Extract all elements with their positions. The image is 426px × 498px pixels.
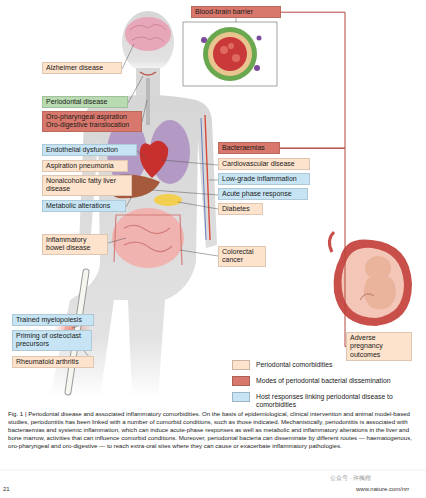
page-label: 21 [3,486,10,493]
pregnancy-illustration [329,232,412,326]
heart [140,141,168,178]
box-text: Diabetes [222,205,259,213]
legend-text: Host responses linking periodontal disea… [256,393,416,409]
label-box: Cardiovascular disease [218,158,310,170]
legend-text: Periodontal comorbidities [256,361,416,369]
illustration-shape [220,46,228,54]
box-text: Metabolic alterations [46,202,122,210]
illustration-shape [228,43,234,49]
illustration-shape [360,294,374,300]
box-text: Trained myelopoiesis [16,316,90,324]
illustration-shape [108,238,126,243]
pancreas [154,194,182,206]
legend-row: Periodontal comorbidities [232,360,422,376]
box-text: Endothelial dysfunction [46,146,133,154]
label-box: Diabetes [218,203,263,215]
illustration-shape [334,239,412,326]
illustration-shape [180,250,218,256]
label-box: Bacteraemias [218,142,280,154]
legend-row: Modes of periodontal bacterial dissemina… [232,376,422,392]
illustration-shape [178,202,218,209]
footer-rule [0,470,426,471]
box-text: Nonalcoholic fatty liver disease [46,177,128,194]
box-text: Priming of osteoclast precursors [16,332,88,349]
intestines [112,208,184,268]
illustration-shape [183,22,277,86]
box-text: Blood-brain barrier [195,8,277,16]
label-box: Oro-pharyngeal aspirationOro-digestive t… [42,111,142,132]
box-text: Inflammatory bowel disease [46,236,104,253]
blood-vessel [205,115,210,240]
legend-swatch [232,376,250,386]
box-text: Alzheimer disease [46,64,118,72]
illustration-shape [128,76,143,103]
illustration-shape [232,54,240,62]
label-box: Acute phase response [218,188,308,200]
label-box: Nonalcoholic fatty liver disease [42,175,132,196]
mouth [140,72,156,75]
illustration-shape [203,27,257,81]
illustration-shape [122,44,134,69]
illustration-shape [162,160,218,165]
illustration-shape [236,18,237,22]
page-label: 公众号 · 许楓楷 [330,475,371,482]
brain [125,17,171,51]
illustration-shape [114,215,182,265]
box-text: Cardiovascular disease [222,160,306,168]
box-text: Bacteraemias [222,144,276,152]
illustration-shape [254,65,260,71]
legend-text: Modes of periodontal bacterial dissemina… [256,377,416,385]
page-label: www.nature.com/nrr [356,486,409,493]
illustration-shape [130,24,166,42]
box-text: Oro-pharyngeal aspiration [46,113,138,121]
illustration-shape [152,190,218,195]
illustration-shape [364,276,396,309]
figure-caption: Fig. 1 | Periodontal disease and associa… [8,410,420,450]
box-text: Acute phase response [222,190,304,198]
label-box: Blood-brain barrier [191,6,281,18]
illustration-shape [125,17,171,51]
label-box: Periodontal disease [42,96,128,108]
box-text: Adverse pregnancy outcomes [350,334,408,359]
label-box: Colorectal cancer [218,246,266,267]
label-box: Aspiration pneumonia [42,160,128,172]
box-text: Periodontal disease [46,98,124,106]
illustration-shape [112,208,184,268]
legend-swatch [232,360,250,370]
illustration-shape [126,196,132,207]
illustration-shape [201,37,207,43]
box-text: Oro-digestive translocation [46,121,138,129]
label-box: Inflammatory bowel disease [42,234,108,255]
box-text: Low-grade inflammation [222,175,306,183]
label-box: Adverse pregnancy outcomes [346,332,412,361]
label-box: Low-grade inflammation [218,173,310,185]
label-box: Metabolic alterations [42,200,126,212]
label-box: Rheumatoid arthritis [12,356,94,368]
label-box: Trained myelopoiesis [12,314,94,326]
blood-vessel [201,118,206,240]
box-text: Rheumatoid arthritis [16,358,90,366]
illustration-shape [142,100,147,122]
illustration-shape [342,248,405,318]
illustration-shape [122,11,174,73]
illustration-shape [137,151,146,158]
blood-brain-barrier-inset [183,22,277,86]
legend-swatch [232,392,250,402]
illustration-shape [209,180,218,181]
label-box: Endothelial dysfunction [42,144,137,156]
legend-row: Host responses linking periodontal disea… [232,392,422,408]
box-text: Aspiration pneumonia [46,162,124,170]
illustration-shape [257,36,262,41]
label-box: Alzheimer disease [42,62,122,74]
illustration-shape [208,32,252,76]
illustration-shape [329,232,334,252]
label-box: Priming of osteoclast precursors [12,330,92,351]
box-text: Colorectal cancer [222,248,262,265]
illustration-shape [213,37,247,71]
connector-line [280,12,345,148]
